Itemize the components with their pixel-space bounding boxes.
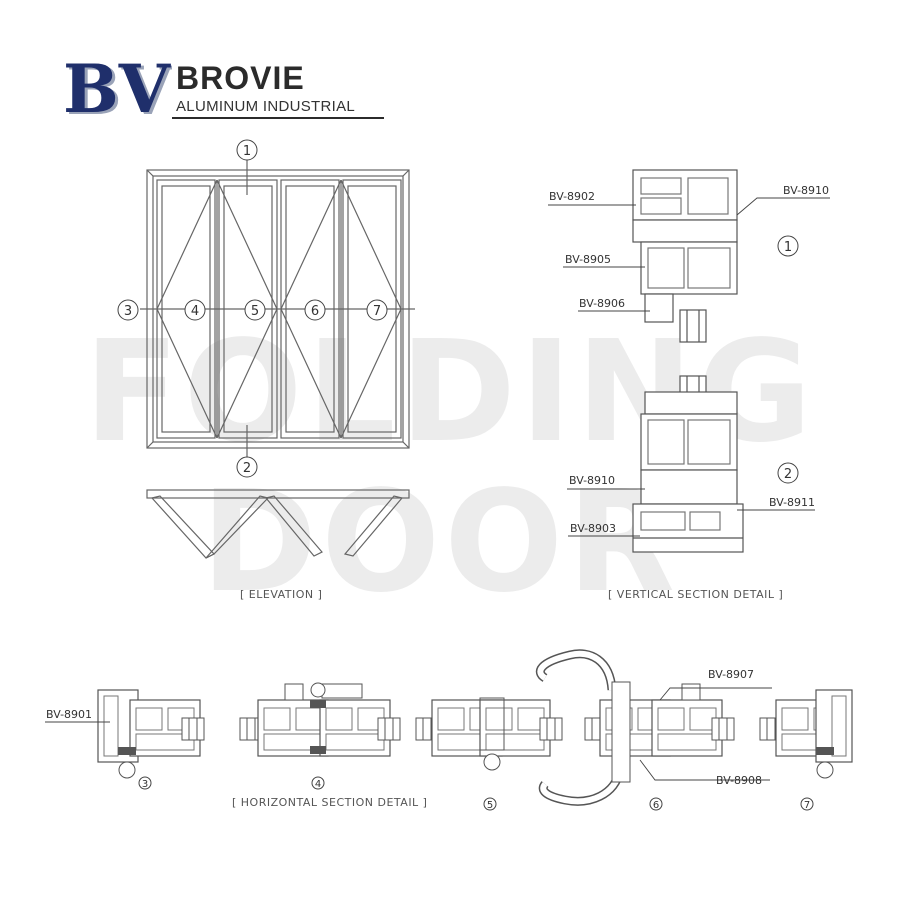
caption-vertical-section: [ VERTICAL SECTION DETAIL ] xyxy=(608,588,784,601)
marker-1: 1 xyxy=(243,144,251,159)
watermark-line-2: DOOR xyxy=(201,461,679,624)
horizontal-leader-lines xyxy=(45,687,772,781)
label-bv-8905: BV-8905 xyxy=(565,253,612,266)
vs-marker-1: 1 xyxy=(784,240,792,255)
hs-marker-4: 4 xyxy=(315,779,321,790)
marker-3: 3 xyxy=(124,304,132,319)
elevation-markers: 1 2 3 4 5 6 7 xyxy=(117,139,388,478)
label-bv-8906: BV-8906 xyxy=(579,297,626,310)
label-bv-8910-bottom: BV-8910 xyxy=(569,474,616,487)
vertical-markers: 1 2 xyxy=(777,235,799,484)
label-bv-8903: BV-8903 xyxy=(570,522,617,535)
label-bv-8911: BV-8911 xyxy=(769,496,816,509)
marker-7: 7 xyxy=(373,304,381,319)
brand-name: BROVIE xyxy=(176,60,305,96)
label-bv-8901: BV-8901 xyxy=(46,708,93,721)
hs-marker-7: 7 xyxy=(804,800,810,811)
vertical-section-drawing xyxy=(632,169,744,553)
brand-underline xyxy=(172,117,384,119)
horizontal-markers: 3 4 5 6 7 xyxy=(138,776,814,811)
horizontal-section-drawing xyxy=(97,649,853,806)
label-bv-8902: BV-8902 xyxy=(549,190,596,203)
svg-text:BV: BV xyxy=(66,52,172,122)
vertical-leader-lines xyxy=(548,197,830,537)
caption-elevation: [ ELEVATION ] xyxy=(240,588,323,601)
marker-4: 4 xyxy=(191,304,199,319)
caption-horizontal-section: [ HORIZONTAL SECTION DETAIL ] xyxy=(232,796,428,809)
label-bv-8910-top: BV-8910 xyxy=(783,184,830,197)
brovie-logo: BV BV xyxy=(63,52,172,122)
vs-marker-2: 2 xyxy=(784,467,792,482)
marker-5: 5 xyxy=(251,304,259,319)
hs-marker-5: 5 xyxy=(487,800,493,811)
hs-marker-6: 6 xyxy=(653,800,659,811)
hs-marker-3: 3 xyxy=(142,779,148,790)
marker-2: 2 xyxy=(243,461,251,476)
marker-6: 6 xyxy=(311,304,319,319)
label-bv-8907: BV-8907 xyxy=(708,668,755,681)
label-bv-8908: BV-8908 xyxy=(716,774,763,787)
logo-letters: BV xyxy=(63,52,172,122)
brand-tagline: ALUMINUM INDUSTRIAL xyxy=(176,98,356,115)
